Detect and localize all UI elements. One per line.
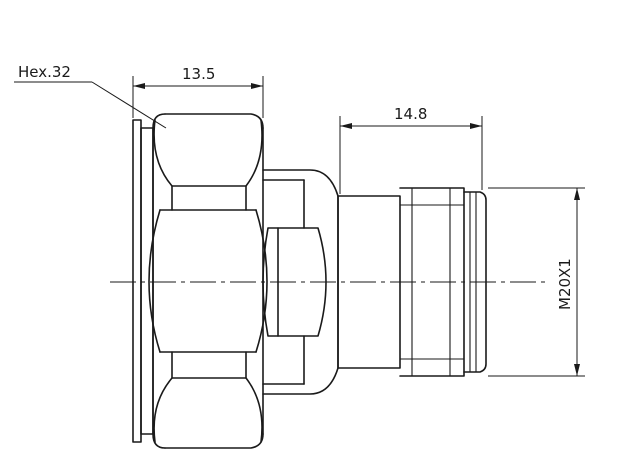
hex-leader: Hex.32 — [14, 63, 167, 129]
neck-section — [262, 169, 339, 395]
thread-size-label: M20X1 — [556, 258, 574, 310]
width-nut-label: 13.5 — [182, 65, 215, 83]
dimension-13-5: 13.5 — [132, 65, 264, 118]
thread-body — [337, 187, 487, 377]
width-thread-label: 14.8 — [394, 105, 427, 123]
hex-nut — [148, 113, 268, 449]
hex-label: Hex.32 — [18, 63, 71, 81]
flange-plate — [132, 119, 154, 443]
dimension-thread-size: M20X1 — [488, 187, 585, 377]
dimension-14-8: 14.8 — [339, 105, 483, 194]
